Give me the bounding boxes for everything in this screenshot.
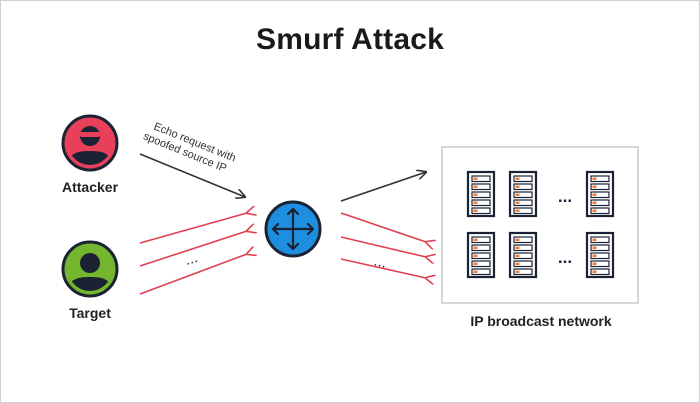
reply-arrow <box>340 212 426 242</box>
echo-request-annotation: Echo request with spoofed source IP <box>141 121 237 175</box>
diagram-title: Smurf Attack <box>256 23 444 56</box>
router-icon <box>264 200 322 258</box>
network-box <box>441 146 639 304</box>
server-icon <box>508 170 538 218</box>
reply-arrow <box>139 231 247 267</box>
reply-arrow <box>340 236 426 257</box>
ellipsis-servers-row2: ... <box>558 248 572 267</box>
ellipsis-servers-row1: ... <box>558 187 572 206</box>
broadcast-arrow <box>340 172 426 202</box>
server-icon <box>466 231 496 279</box>
server-icon <box>585 170 615 218</box>
network-label: IP broadcast network <box>470 313 612 329</box>
reply-arrows-to-target: ... <box>139 213 247 295</box>
reply-arrows-to-router: ... <box>340 212 426 278</box>
target-label: Target <box>69 305 111 321</box>
target-icon <box>61 240 119 298</box>
ellipsis-right: ... <box>372 252 388 271</box>
server-grid <box>466 170 615 279</box>
ellipsis-left: ... <box>183 249 200 269</box>
server-icon <box>585 231 615 279</box>
server-icon <box>466 170 496 218</box>
server-icon <box>508 231 538 279</box>
reply-arrow <box>340 258 426 278</box>
attacker-label: Attacker <box>61 179 119 195</box>
echo-request-arrow <box>139 153 245 197</box>
reply-arrow <box>139 254 247 295</box>
reply-arrow <box>139 213 247 244</box>
attacker-icon <box>61 114 119 172</box>
